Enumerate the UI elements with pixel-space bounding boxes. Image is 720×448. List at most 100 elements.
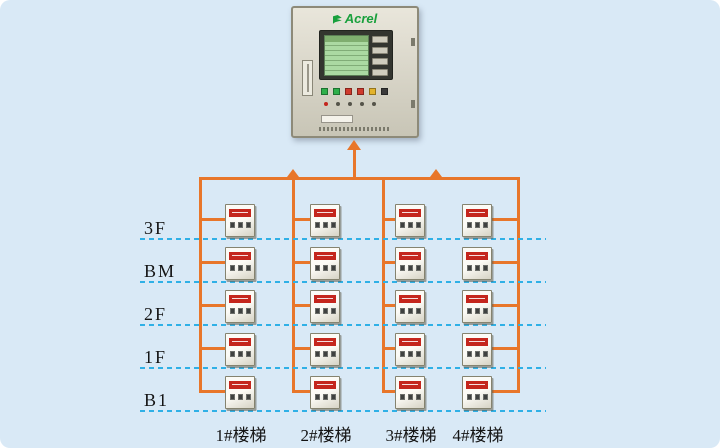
display-key (372, 47, 388, 54)
device-key (407, 308, 413, 314)
green-indicator (333, 88, 340, 95)
branch-wire (382, 261, 395, 264)
device-label-strip (314, 252, 336, 260)
device-key (314, 351, 320, 357)
device-buttons (311, 308, 339, 314)
monitor-module (395, 204, 425, 237)
monitor-module (462, 376, 492, 409)
lcd-screen (324, 35, 369, 76)
device-buttons (396, 394, 424, 400)
dot (360, 102, 364, 106)
device-key (330, 308, 336, 314)
branch-wire (292, 390, 310, 393)
device-key (407, 265, 413, 271)
red-indicator (357, 88, 364, 95)
device-buttons (226, 351, 254, 357)
display-key (372, 58, 388, 65)
device-key (482, 308, 488, 314)
device-key (322, 308, 328, 314)
monitor-module (395, 376, 425, 409)
red-indicator (345, 88, 352, 95)
branch-wire (199, 390, 225, 393)
cabinet-display (319, 30, 393, 80)
device-key (407, 351, 413, 357)
monitor-module (462, 333, 492, 366)
device-buttons (311, 265, 339, 271)
feed-arrow (347, 140, 361, 150)
device-buttons (311, 394, 339, 400)
green-indicator (321, 88, 328, 95)
device-label-strip (399, 209, 421, 217)
bus-arrow (287, 169, 299, 177)
monitor-module (310, 290, 340, 323)
branch-wire (492, 390, 520, 393)
device-key (399, 308, 405, 314)
device-buttons (463, 308, 491, 314)
device-buttons (463, 222, 491, 228)
feed-wire (353, 149, 356, 179)
device-label-strip (229, 209, 251, 217)
device-key (330, 394, 336, 400)
device-label-strip (229, 338, 251, 346)
device-key (330, 222, 336, 228)
device-key (474, 308, 480, 314)
device-label-strip (314, 295, 336, 303)
level-gauge (302, 60, 313, 96)
floor-label-3f: 3F (144, 218, 168, 238)
device-key (237, 222, 243, 228)
device-key (415, 308, 421, 314)
floor-label-1f: 1F (144, 347, 168, 367)
monitor-module (310, 333, 340, 366)
branch-wire (199, 347, 225, 350)
device-buttons (463, 265, 491, 271)
device-key (237, 265, 243, 271)
device-key (399, 222, 405, 228)
device-key (229, 394, 235, 400)
device-key (237, 351, 243, 357)
monitoring-cabinet: Acrel (291, 6, 419, 138)
device-label-strip (229, 295, 251, 303)
branch-wire (292, 347, 310, 350)
column-label-2: 2#楼梯 (300, 426, 352, 445)
floor-line (140, 324, 546, 326)
device-label-strip (314, 209, 336, 217)
device-key (415, 222, 421, 228)
branch-wire (492, 261, 520, 264)
monitor-module (395, 333, 425, 366)
branch-wire (492, 218, 520, 221)
monitor-module (310, 376, 340, 409)
device-label-strip (314, 381, 336, 389)
floor-label-b1: B1 (144, 390, 170, 410)
device-key (314, 222, 320, 228)
monitor-module (462, 247, 492, 280)
device-label-strip (466, 295, 488, 303)
device-key (466, 308, 472, 314)
indicator-row (321, 88, 388, 95)
floor-line (140, 410, 546, 412)
device-key (474, 265, 480, 271)
device-label-strip (399, 252, 421, 260)
acrel-logo-icon (332, 15, 342, 24)
device-key (482, 351, 488, 357)
branch-wire (199, 218, 225, 221)
device-key (322, 351, 328, 357)
cabinet-footer-text (319, 127, 391, 131)
column-label-4: 4#楼梯 (452, 426, 504, 445)
device-key (322, 265, 328, 271)
device-buttons (226, 222, 254, 228)
monitor-module (310, 204, 340, 237)
branch-wire (199, 304, 225, 307)
branch-wire (292, 304, 310, 307)
display-key (372, 69, 388, 76)
device-key (466, 265, 472, 271)
device-key (415, 394, 421, 400)
device-key (330, 265, 336, 271)
branch-wire (292, 218, 310, 221)
trunk-wire-4 (517, 177, 520, 393)
bus-wire (199, 177, 520, 180)
trunk-wire-2 (292, 177, 295, 393)
branch-wire (292, 261, 310, 264)
device-buttons (226, 265, 254, 271)
device-key (399, 394, 405, 400)
